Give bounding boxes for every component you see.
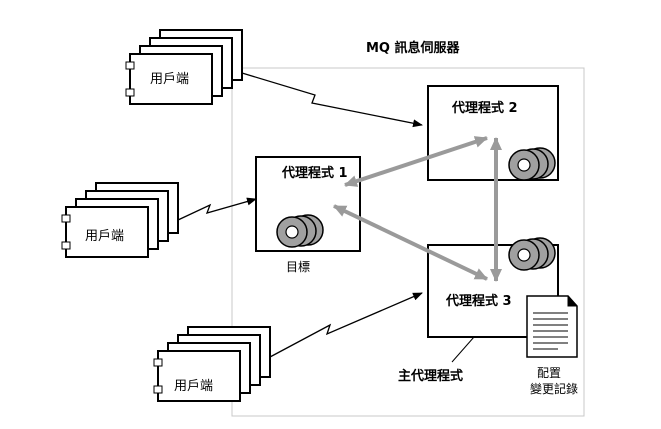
disk-icon [508,147,556,181]
client-connection-2 [177,197,257,221]
server-title: MQ 訊息伺服器 [366,40,461,56]
broker-3-label: 代理程式 3 [445,293,512,309]
config-store-label-line1: 配置 [537,366,561,380]
client-connector-icon [61,214,71,223]
client-connector-icon [61,241,71,250]
link-broker1-broker3 [333,204,488,281]
client-label-2: 用戶端 [85,229,124,244]
client-label-1: 用戶端 [150,72,189,87]
client-label-3: 用戶端 [174,379,213,394]
master-broker-pointer [451,336,475,363]
broker-2: 代理程式 2 [427,85,559,181]
client-stack-1: 用戶端 [125,29,243,105]
disk-icon [508,237,556,271]
link-broker1-broker2 [344,136,488,187]
master-broker-label: 主代理程式 [398,368,463,384]
client-connector-icon [125,88,135,97]
broker-1-label: 代理程式 1 [281,165,348,181]
client-connector-icon [153,385,163,394]
destination-label: 目標 [286,260,310,274]
client-connection-3 [269,292,423,358]
client-connector-icon [125,61,135,70]
server-boundary [231,67,585,417]
destination-disk-icon [276,214,324,248]
client-connector-icon [153,358,163,367]
client-stack-3: 用戶端 [153,326,271,402]
config-store-label-line2: 變更記錄 [530,381,578,396]
broker-2-label: 代理程式 2 [451,100,518,116]
document-icon [526,295,578,358]
client-stack-2: 用戶端 [61,182,179,258]
client-connection-1 [241,72,423,128]
broker-1: 代理程式 1 [255,156,361,252]
